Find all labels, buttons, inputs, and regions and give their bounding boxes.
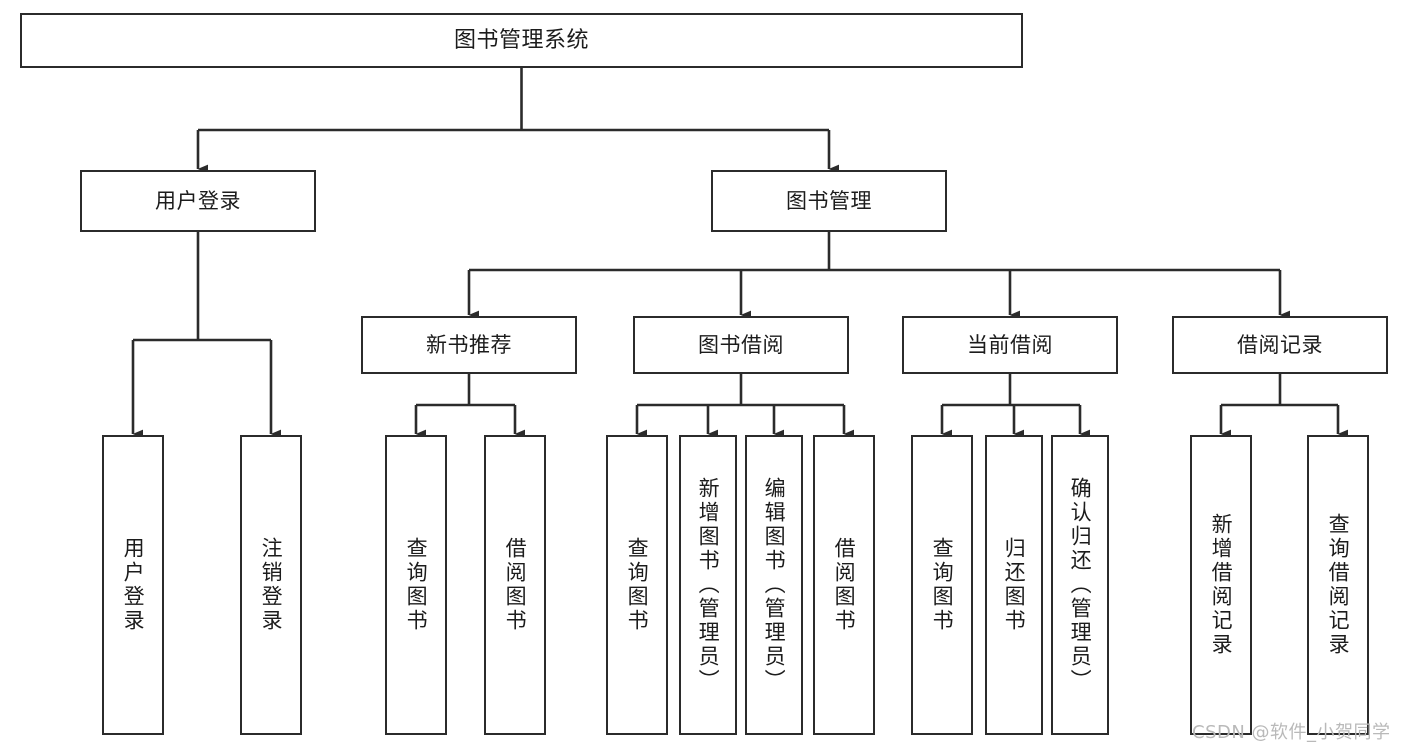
node-leaf-query-record[interactable]: 查询借阅记录 [1307, 435, 1369, 735]
node-leaf-query-book-3[interactable]: 查询图书 [911, 435, 973, 735]
node-label: 图书管理 [786, 188, 872, 213]
node-leaf-return-book[interactable]: 归还图书 [985, 435, 1043, 735]
node-current-borrow[interactable]: 当前借阅 [902, 316, 1118, 374]
csdn-watermark: CSDN @软件_小贺同学 [1192, 722, 1391, 743]
node-leaf-logout[interactable]: 注销登录 [240, 435, 302, 735]
node-label: 注销登录 [259, 537, 284, 633]
node-label: 新书推荐 [426, 332, 512, 357]
node-leaf-user-login[interactable]: 用户登录 [102, 435, 164, 735]
node-book-manage[interactable]: 图书管理 [711, 170, 947, 232]
node-label: 新增图书（管理员） [696, 477, 721, 693]
node-label: 借阅记录 [1237, 332, 1323, 357]
node-new-book-rec[interactable]: 新书推荐 [361, 316, 577, 374]
node-label: 新增借阅记录 [1209, 513, 1234, 657]
node-label: 图书借阅 [698, 332, 784, 357]
node-leaf-query-book-1[interactable]: 查询图书 [385, 435, 447, 735]
node-borrow-record[interactable]: 借阅记录 [1172, 316, 1388, 374]
node-leaf-borrow-book-2[interactable]: 借阅图书 [813, 435, 875, 735]
node-label: 用户登录 [121, 537, 146, 633]
node-book-borrow[interactable]: 图书借阅 [633, 316, 849, 374]
node-root[interactable]: 图书管理系统 [20, 13, 1023, 68]
node-leaf-borrow-book-1[interactable]: 借阅图书 [484, 435, 546, 735]
node-leaf-confirm-return[interactable]: 确认归还（管理员） [1051, 435, 1109, 735]
node-label: 查询图书 [404, 537, 429, 633]
node-label: 当前借阅 [967, 332, 1053, 357]
node-leaf-add-book[interactable]: 新增图书（管理员） [679, 435, 737, 735]
node-label: 查询图书 [930, 537, 955, 633]
node-leaf-add-record[interactable]: 新增借阅记录 [1190, 435, 1252, 735]
node-label: 图书管理系统 [453, 27, 589, 53]
node-label: 查询图书 [625, 537, 650, 633]
node-label: 查询借阅记录 [1326, 513, 1351, 657]
node-label: 编辑图书（管理员） [762, 477, 787, 693]
node-leaf-query-book-2[interactable]: 查询图书 [606, 435, 668, 735]
node-label: 借阅图书 [503, 537, 528, 633]
node-label: 用户登录 [155, 188, 241, 213]
node-label: 借阅图书 [832, 537, 857, 633]
node-leaf-edit-book[interactable]: 编辑图书（管理员） [745, 435, 803, 735]
node-user-login[interactable]: 用户登录 [80, 170, 316, 232]
node-label: 归还图书 [1002, 537, 1027, 633]
node-label: 确认归还（管理员） [1068, 477, 1093, 693]
